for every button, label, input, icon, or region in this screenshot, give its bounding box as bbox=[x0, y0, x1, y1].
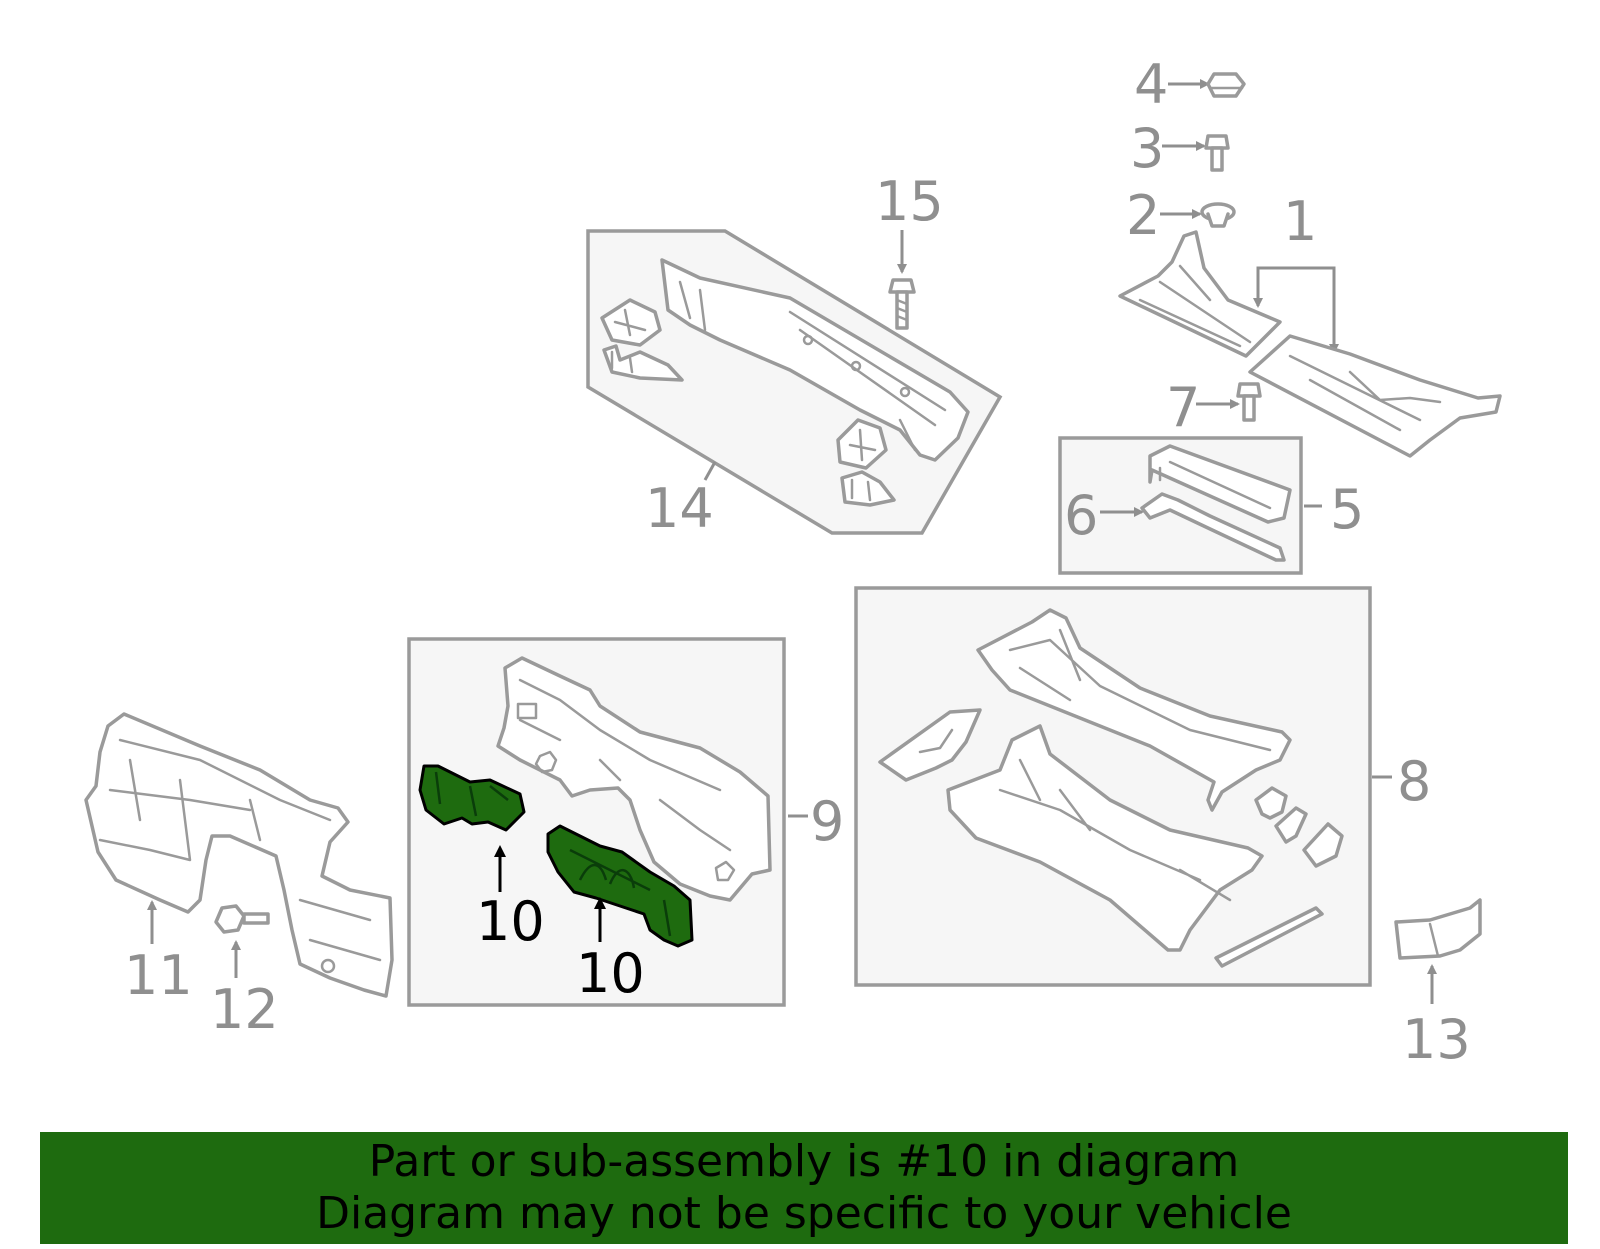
part-3-group[interactable]: 3 bbox=[1130, 117, 1230, 180]
callout-9: 9 bbox=[810, 790, 844, 853]
bolt-icon bbox=[1236, 382, 1262, 422]
bolt-icon bbox=[888, 278, 916, 330]
part-8-clip-c bbox=[1302, 822, 1344, 868]
part-14-bracket-a bbox=[600, 298, 662, 347]
callout-6: 6 bbox=[1064, 484, 1098, 547]
part-8-bracket-left bbox=[878, 708, 982, 782]
part-9-dash-panel bbox=[496, 656, 772, 902]
part-1-group[interactable]: 1 bbox=[1118, 190, 1502, 458]
part-8-strip bbox=[1214, 906, 1324, 968]
part-6-seal bbox=[1140, 492, 1286, 562]
part-11-group[interactable]: 11 bbox=[84, 712, 394, 1007]
bolt-icon bbox=[214, 904, 270, 934]
nut-icon bbox=[1206, 72, 1246, 98]
callout-12: 12 bbox=[210, 978, 279, 1041]
callout-15: 15 bbox=[875, 170, 944, 233]
callout-10a: 10 bbox=[476, 890, 545, 953]
callout-10b: 10 bbox=[576, 942, 645, 1005]
part-14-group[interactable]: 14 bbox=[586, 229, 1003, 540]
banner-line-2: Diagram may not be specific to your vehi… bbox=[316, 1188, 1292, 1239]
part-13-group[interactable]: 13 bbox=[1394, 898, 1482, 1071]
part-14-bracket-b bbox=[602, 344, 684, 382]
banner-background bbox=[40, 1132, 1568, 1244]
part-8-upper-panel bbox=[976, 608, 1292, 812]
part-8-clip-a bbox=[1254, 786, 1288, 820]
part-5-group[interactable]: 5 bbox=[1058, 436, 1364, 575]
callout-3: 3 bbox=[1130, 117, 1164, 180]
info-banner: Part or sub-assembly is #10 in diagram D… bbox=[40, 1132, 1568, 1244]
callout-7: 7 bbox=[1166, 376, 1200, 439]
callout-5: 5 bbox=[1330, 478, 1364, 541]
part-2-group[interactable]: 2 bbox=[1126, 184, 1236, 247]
part-8-clip-b bbox=[1274, 806, 1308, 844]
part-8-lower-panel bbox=[946, 724, 1264, 952]
callout-2: 2 bbox=[1126, 184, 1160, 247]
part-7-group[interactable]: 7 bbox=[1166, 376, 1262, 439]
part-1-cowl-left bbox=[1118, 230, 1282, 358]
part-12-group[interactable]: 12 bbox=[210, 904, 279, 1041]
callout-14: 14 bbox=[645, 477, 714, 540]
callout-11: 11 bbox=[124, 944, 193, 1007]
part-10-group[interactable]: 10 10 bbox=[418, 764, 694, 1005]
part-11-insulator bbox=[84, 712, 394, 998]
part-8-box bbox=[854, 586, 1372, 987]
part-13-bracket bbox=[1394, 898, 1482, 960]
callout-13: 13 bbox=[1402, 1008, 1471, 1071]
part-14-cross-member bbox=[660, 258, 970, 462]
part-4-group[interactable]: 4 bbox=[1134, 53, 1246, 116]
clip-icon bbox=[1200, 202, 1236, 228]
part-15-group[interactable]: 15 bbox=[875, 170, 944, 330]
part-8-group[interactable]: 8 bbox=[854, 586, 1431, 987]
banner-line-1: Part or sub-assembly is #10 in diagram bbox=[368, 1136, 1240, 1187]
callout-4: 4 bbox=[1134, 53, 1168, 116]
callout-8: 8 bbox=[1397, 750, 1431, 813]
part-6-group[interactable]: 6 bbox=[1064, 484, 1286, 562]
callout-1: 1 bbox=[1283, 190, 1317, 253]
bolt-icon bbox=[1204, 134, 1230, 172]
